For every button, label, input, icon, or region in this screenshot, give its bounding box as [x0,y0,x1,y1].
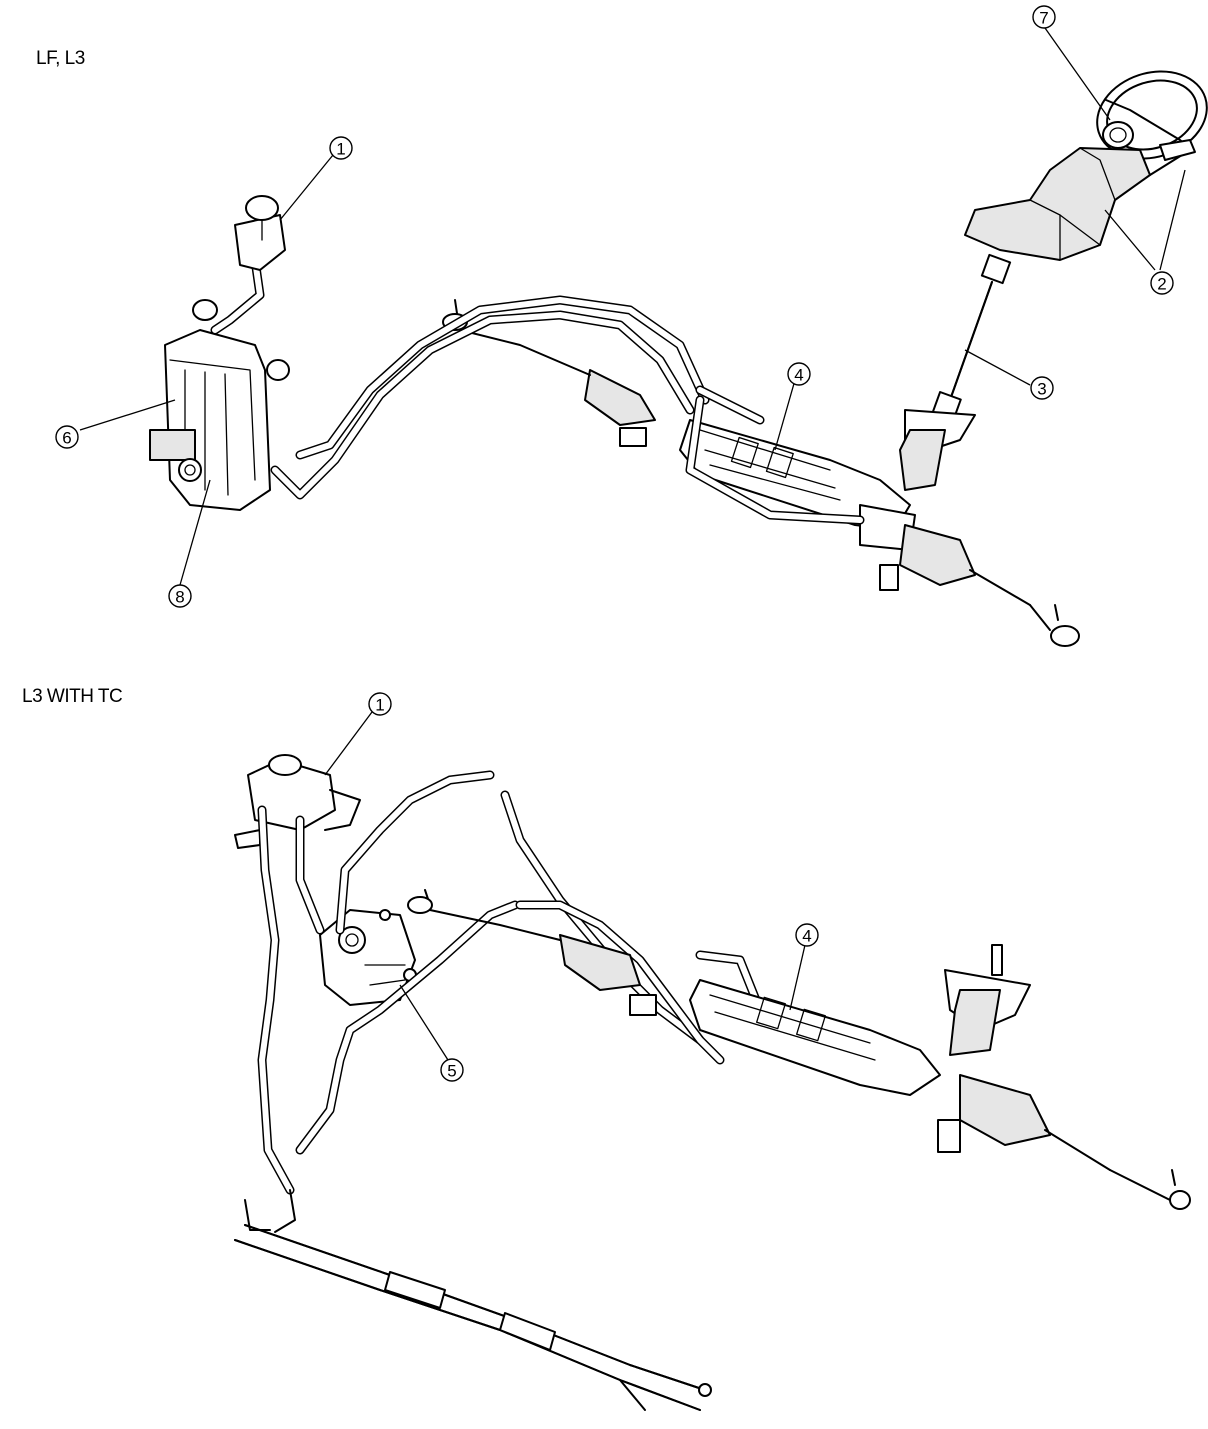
callouts-top: 1 2 3 4 6 7 8 [55,5,1186,608]
bottom-cooler-line [234,1189,712,1411]
left-tie-rod [442,299,656,447]
bottom-reservoir [234,754,361,849]
callout-bubble-7-top: 7 [1032,5,1056,29]
svg-text:2: 2 [1157,275,1166,294]
top-reservoir [234,195,286,271]
top-illustration: 1 2 3 4 6 7 8 [55,5,1208,647]
bottom-illustration: 1 4 5 [234,692,1191,1411]
callout-bubble-8-top: 8 [168,584,192,608]
bottom-pump [319,909,417,1006]
steering-column [964,139,1196,285]
callout-bubble-3-top: 3 [1030,376,1054,400]
svg-text:7: 7 [1039,9,1048,28]
callout-bubble-6-top: 6 [55,425,79,449]
top-hoses [210,255,865,525]
callout-bubble-2-top: 2 [1150,271,1174,295]
svg-text:5: 5 [447,1062,456,1081]
svg-text:3: 3 [1037,380,1046,399]
callout-bubble-4-bottom: 4 [795,923,819,947]
top-pump-unit [149,299,290,511]
callouts-bottom: 1 4 5 [324,692,819,1082]
svg-text:1: 1 [336,140,345,159]
svg-text:4: 4 [794,366,803,385]
callout-bubble-4-top: 4 [787,362,811,386]
steering-gear [679,409,1080,647]
svg-text:4: 4 [802,927,811,946]
bottom-steering-gear [407,889,1191,1210]
steering-wheel [1096,70,1208,160]
svg-text:8: 8 [175,588,184,607]
svg-text:1: 1 [375,696,384,715]
callout-bubble-1-bottom: 1 [368,692,392,716]
svg-text:6: 6 [62,429,71,448]
callout-bubble-5-bottom: 5 [440,1058,464,1082]
intermediate-shaft [930,281,993,425]
callout-bubble-1-top: 1 [329,136,353,160]
section-label-l3-with-tc: L3 WITH TC [22,686,123,707]
section-label-lf-l3: LF, L3 [36,48,85,69]
